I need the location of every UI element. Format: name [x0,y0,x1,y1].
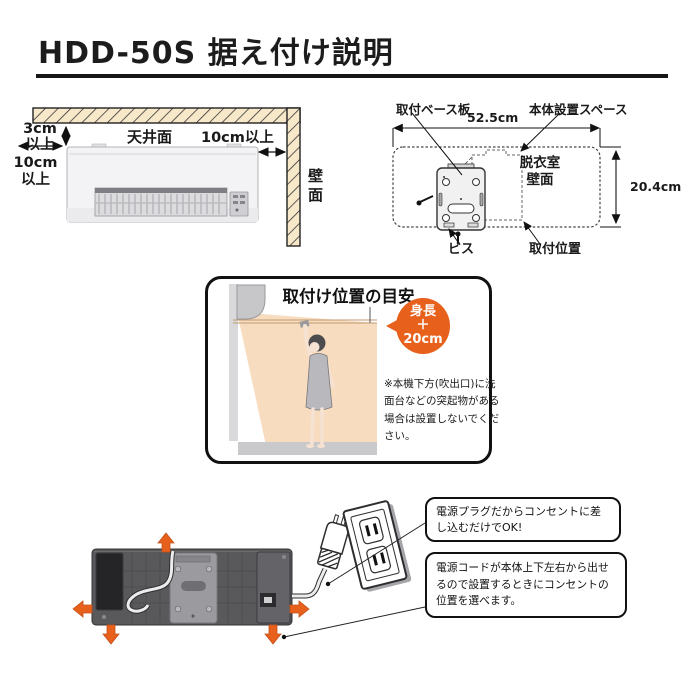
plug-callout-leader [327,522,426,585]
power-cord [125,550,328,614]
install-space-label: 本体設置スペース [529,102,628,117]
wall-label: 壁面 [306,168,324,206]
heater-control-panel [229,191,249,217]
air-flow [237,312,377,450]
guide-floor [238,442,377,455]
height-bubble: 身長 ＋ 20cm [396,298,450,354]
height-dimension-label: 20.4cm [630,179,682,194]
plug-callout: 電源プラグだからコンセントに差し込むだけでOK! [425,497,621,542]
heater-front [66,143,259,223]
cord-arrow-up-icon [157,532,175,553]
cord-arrow-right-icon [289,600,310,618]
guide-wall [229,284,238,441]
ceiling-surface [32,107,301,124]
mounting-plate-back [169,552,218,624]
guide-note: ※本機下方(吹出口)に洗面台などの突起物がある場合は設置しないでください。 [384,378,500,442]
guide-heater [236,284,266,320]
wall-surface [286,107,301,247]
mount-position-label: 取付位置 [529,242,582,257]
top-clearance-label: 3cm 以上 [23,121,57,153]
screw-leader [448,228,461,246]
heater-grille [94,187,228,217]
guide-title: 取付け位置の目安 [282,287,415,306]
mount-position-leader [523,221,541,245]
position-guide-illustration [229,284,377,455]
cord-arrow-down-right-icon [264,624,282,645]
position-guide-box: 取付け位置の目安 身長 ＋ 20cm ※本機下方(吹出口)に洗面台などの突起物が… [205,276,500,464]
bubble-tail [386,319,399,333]
cord-callout-leader [283,606,426,638]
cord-callout: 電源コードが本体上下左右から出せるので設置するときにコンセントの位置を選べます。 [425,552,627,618]
install-space-leader [520,112,561,152]
mounting-plate [436,163,486,231]
left-clearance-label: 10cm 以上 [13,155,58,188]
person-figure [299,320,335,448]
screw-left-icon [416,195,434,206]
side-clearance-label: 10cm以上 [201,130,274,146]
screw-label: ビス [448,242,475,257]
width-dimension-label: 52.5cm [467,110,519,125]
base-plate-leader [411,112,463,176]
ceiling-label: 天井面 [127,128,173,146]
page-title: HDD-50S 据え付け説明 [38,36,394,71]
cord-arrow-left-icon [72,600,93,618]
title-underline [36,74,668,78]
cord-routing-diagram [72,500,426,645]
mount-wall-label: 脱衣室 壁面 [519,155,561,188]
mounting-diagram [392,112,621,246]
base-plate-label: 取付ベース板 [396,102,471,117]
wall-outlet [342,500,412,592]
clearance-diagram [17,107,301,247]
power-plug [317,514,350,570]
cord-arrow-down-left-icon [102,624,120,645]
